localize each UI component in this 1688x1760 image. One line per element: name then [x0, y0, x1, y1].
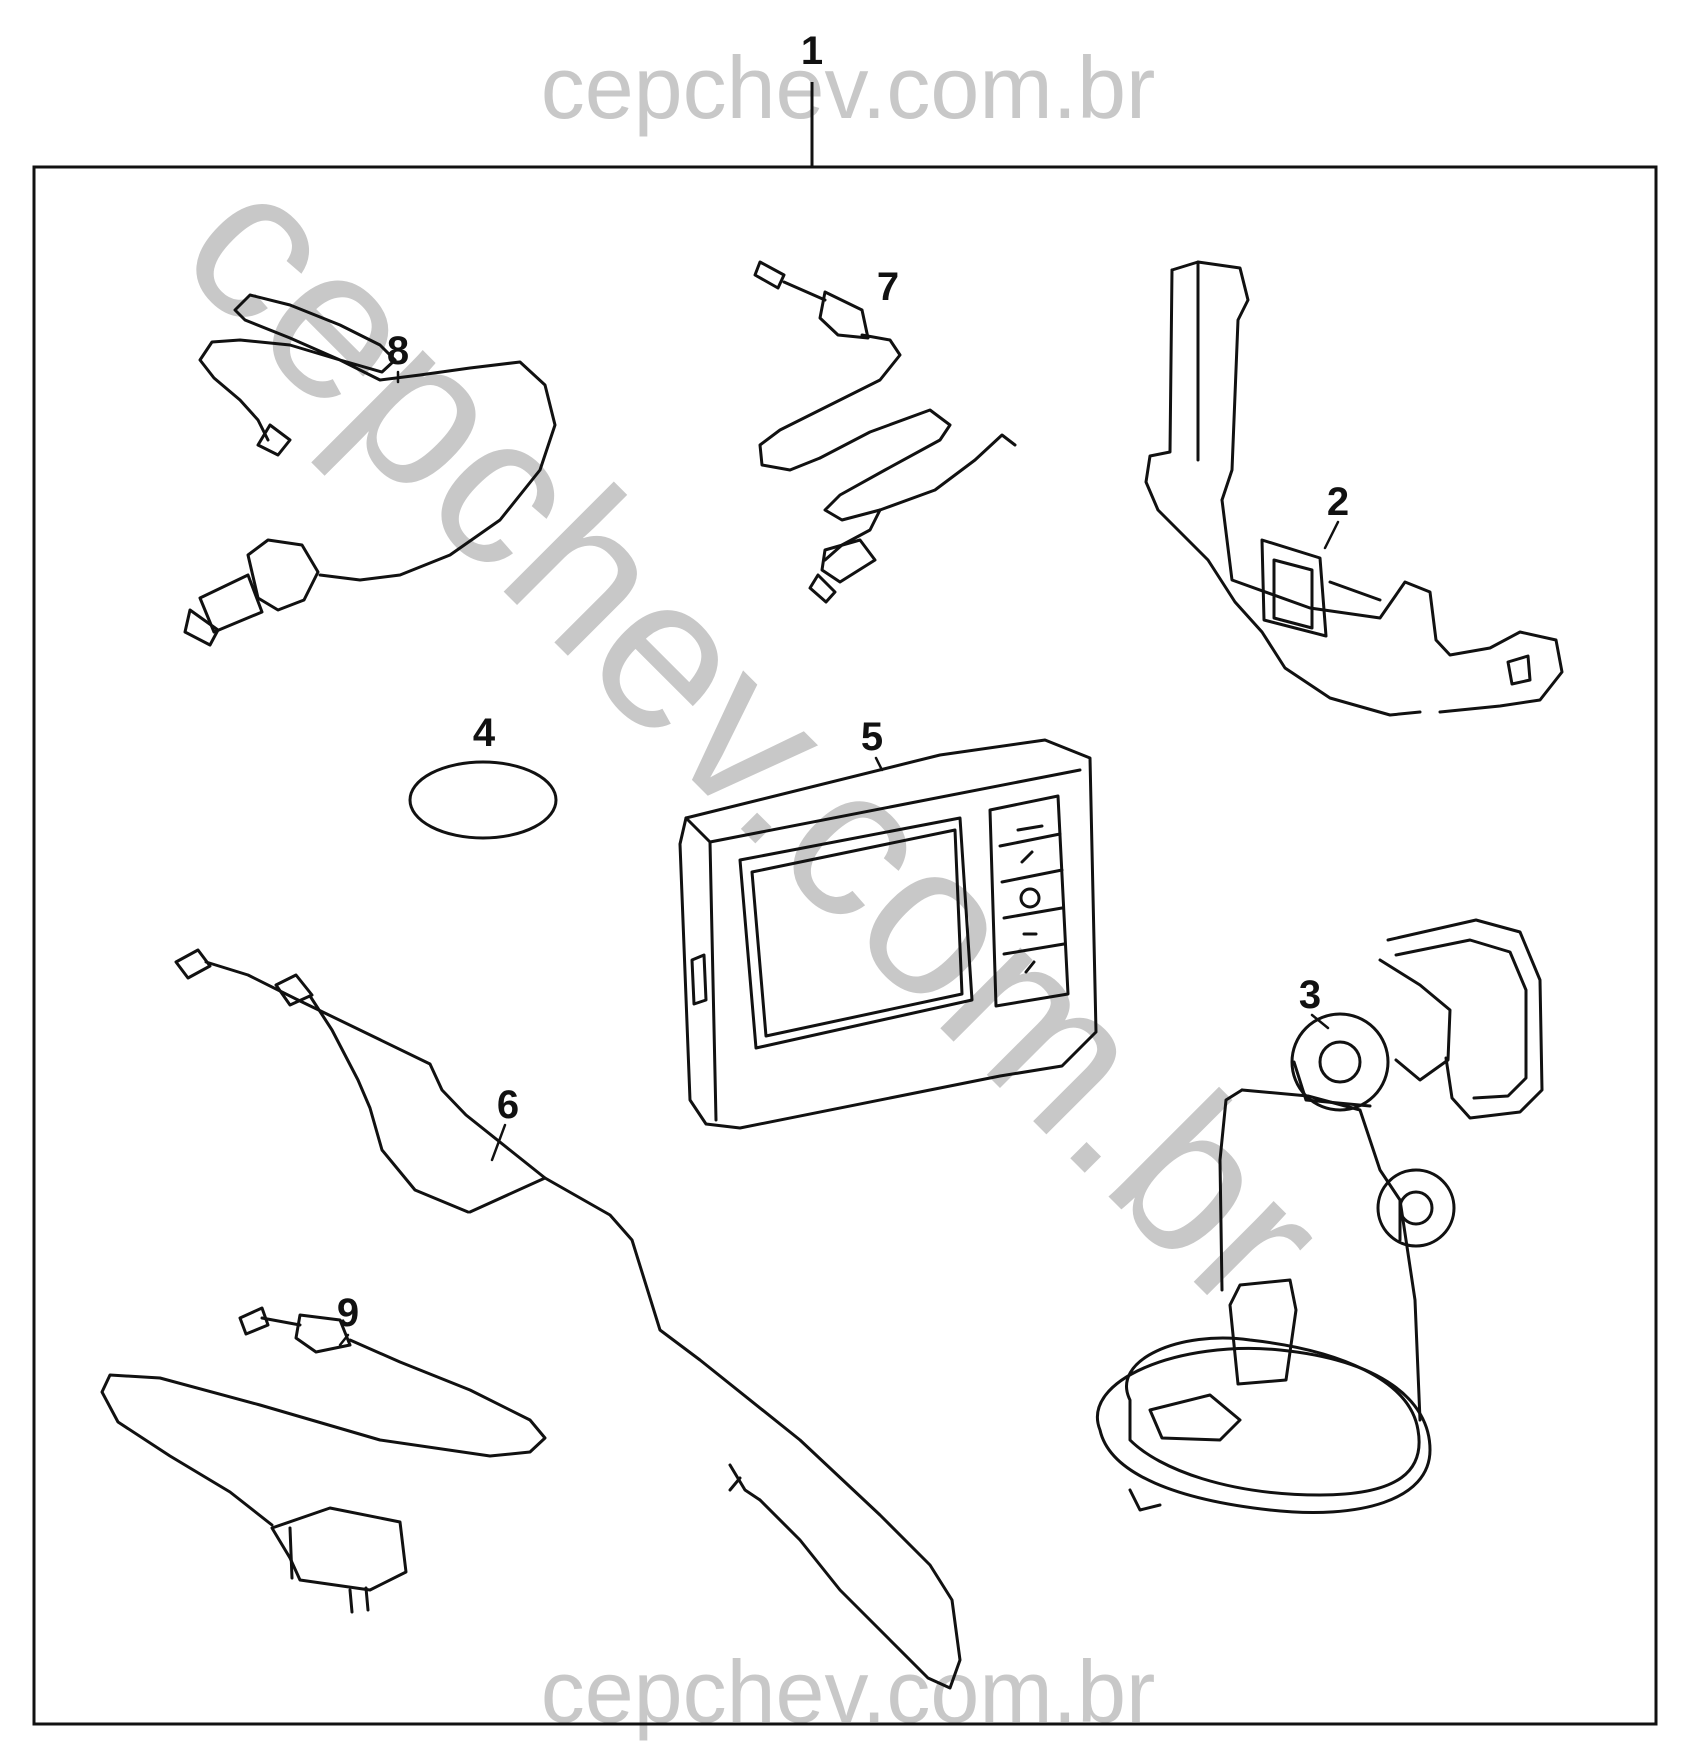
- callout-labels: 1 2 3 4 5 6 7 8 9: [337, 29, 1349, 1335]
- callout-7: 7: [877, 265, 899, 309]
- navigation-unit-drawing: [678, 738, 1098, 1130]
- callout-4: 4: [473, 711, 496, 755]
- cradle-bracket-drawing: [1144, 260, 1564, 717]
- callout-2: 2: [1327, 480, 1349, 524]
- watermark-top: cepchev.com.br: [541, 38, 1156, 137]
- usb-cable-drawing: [753, 260, 1017, 604]
- car-power-cable-drawing: [183, 293, 557, 647]
- callout-5: 5: [861, 715, 883, 759]
- o-ring-drawing: [408, 760, 558, 840]
- callout-1: 1: [801, 29, 823, 73]
- callout-9: 9: [337, 1291, 359, 1335]
- callout-8: 8: [387, 329, 409, 373]
- watermark-group: cepchev.com.br cepchev.com.br cepchev.co…: [139, 38, 1371, 1741]
- antenna-cable-drawing: [174, 948, 962, 1690]
- kit-frame: [32, 165, 1658, 1726]
- watermark-diagonal: cepchev.com.br: [139, 122, 1371, 1354]
- callout-6: 6: [497, 1083, 519, 1127]
- watermark-bottom: cepchev.com.br: [541, 1642, 1156, 1741]
- ac-adapter-drawing: [100, 1306, 547, 1614]
- callout-leaders: [338, 370, 1340, 1347]
- suction-mount-drawing: [1096, 918, 1544, 1514]
- callout-3: 3: [1299, 973, 1321, 1017]
